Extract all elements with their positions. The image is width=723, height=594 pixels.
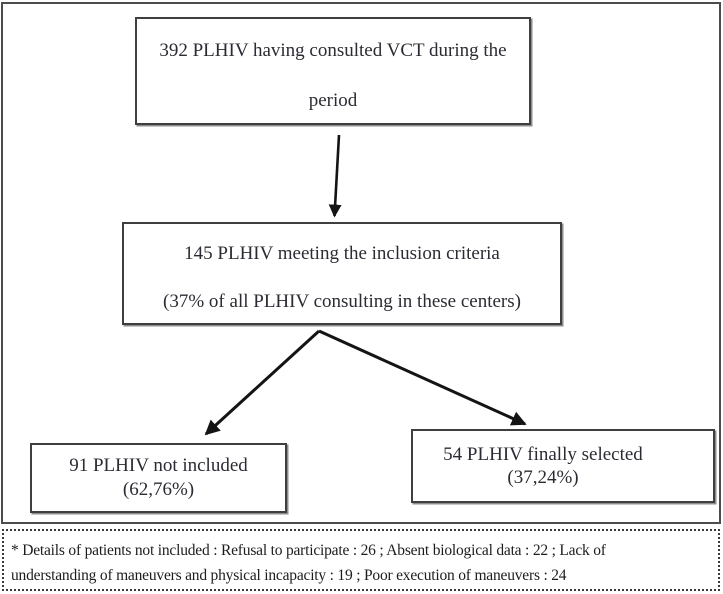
flow-box-criteria-line1: 145 PLHIV meeting the inclusion criteria (184, 242, 500, 264)
diagram-outer-frame (1, 2, 721, 524)
flow-box-inclusion-criteria: 145 PLHIV meeting the inclusion criteria… (122, 222, 562, 325)
footnote-box: * Details of patients not included : Ref… (2, 529, 720, 591)
flow-box-total-line2: period (308, 90, 358, 111)
flow-box-total-consulted: 392 PLHIV having consulted VCT during th… (135, 17, 531, 125)
flow-box-not-included-line1: 91 PLHIV not included (69, 455, 248, 476)
flow-box-not-included-line2: (62,76%) (122, 479, 195, 500)
flow-box-not-included: 91 PLHIV not included (62,76%) (30, 443, 287, 513)
footnote-line1: * Details of patients not included : Ref… (11, 542, 606, 559)
footnote-line2: understanding of maneuvers and physical … (11, 567, 567, 584)
flow-box-selected-line2: (37,24%) (507, 467, 579, 488)
flow-box-finally-selected: 54 PLHIV finally selected (37,24%) (411, 429, 715, 503)
flow-box-selected-line1: 54 PLHIV finally selected (443, 444, 643, 465)
flow-box-total-line1: 392 PLHIV having consulted VCT during th… (159, 40, 507, 61)
flow-box-criteria-line2: (37% of all PLHIV consulting in these ce… (163, 290, 521, 312)
